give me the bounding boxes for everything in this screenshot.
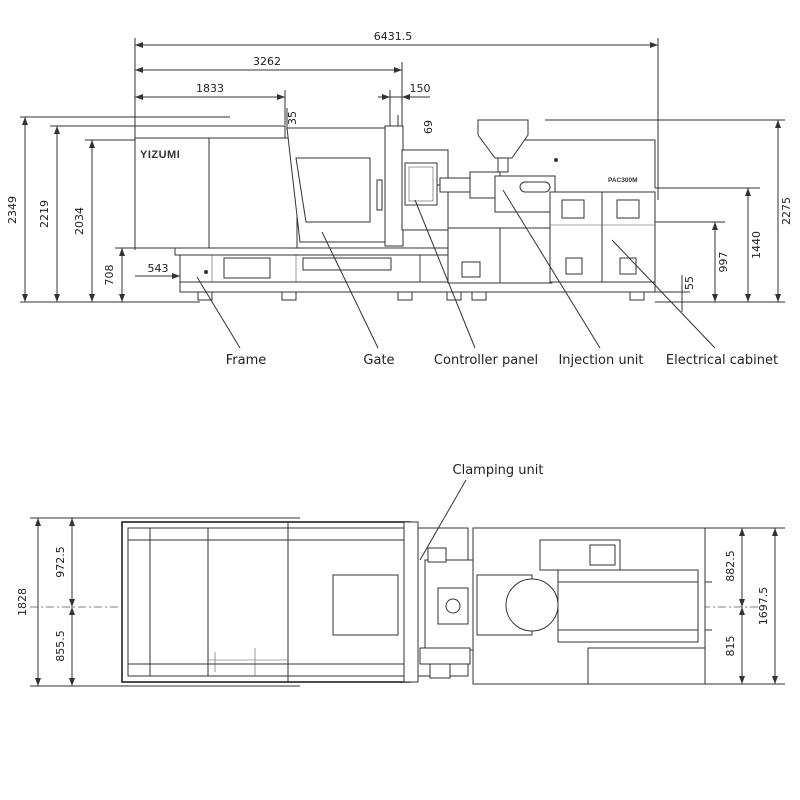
dim-overall-length: 6431.5 [374,30,413,43]
hopper-top [505,578,559,632]
dim-upper-972: 972.5 [54,546,67,578]
dim-height-2034: 2034 [73,207,86,235]
horizontal-dimensions: 6431.5 3262 1833 150 35 6 [134,30,659,250]
top-window [332,574,399,636]
dim-height-2219: 2219 [38,200,51,228]
dim-frame-offset: 543 [148,262,169,275]
top-view: Clamping unit 1828 972.5 855.5 [16,463,785,687]
machine-frame [174,247,656,301]
callout-clamping-unit: Clamping unit [453,463,544,478]
top-left-dimensions: 1828 972.5 855.5 [16,517,300,687]
callout-controller-panel: Controller panel [434,353,538,368]
callout-gate: Gate [363,353,394,368]
dim-total-width: 1828 [16,588,29,616]
callout-frame: Frame [226,353,267,368]
dim-offset-150: 150 [410,82,431,95]
side-callout-leaders [196,189,716,349]
clamping-section: YIZUMI [134,125,449,249]
dim-total-1697: 1697.5 [757,587,770,626]
dim-height-2275: 2275 [780,197,793,225]
platen-top [419,547,478,679]
dim-offset-69: 69 [422,120,435,134]
hopper [477,119,529,159]
brand-logo: YIZUMI [140,149,180,161]
clamping-unit-top [121,521,469,683]
dim-clamp-length: 3262 [253,55,281,68]
right-vertical-dimensions: 2275 1440 997 55 [545,119,793,312]
injection-unit: PAC300M [439,119,656,284]
dim-tie-section: 1833 [196,82,224,95]
side-view: 6431.5 3262 1833 150 35 6 [6,30,793,368]
dim-foot-55: 55 [683,276,696,290]
dim-offset-35: 35 [286,111,299,125]
top-right-dimensions: 882.5 815 1697.5 [705,527,785,685]
gate-window [295,157,371,223]
dim-height-1440: 1440 [750,231,763,259]
clamping-unit-leader [419,479,467,561]
dim-upper-882: 882.5 [724,550,737,582]
dim-height-997: 997 [717,252,730,273]
dim-total-height: 2349 [6,196,19,224]
controller-panel [404,162,438,206]
dim-lower-815: 815 [724,636,737,657]
left-vertical-dimensions: 2349 2219 2034 708 543 [6,116,230,303]
dim-lower-855: 855.5 [54,630,67,662]
safety-gate [286,127,393,243]
callout-injection-unit: Injection unit [558,353,643,368]
callout-electrical-cabinet: Electrical cabinet [666,353,778,368]
injection-unit-top [472,527,712,685]
dim-frame-height: 708 [103,265,116,286]
model-label: PAC300M [608,177,638,184]
